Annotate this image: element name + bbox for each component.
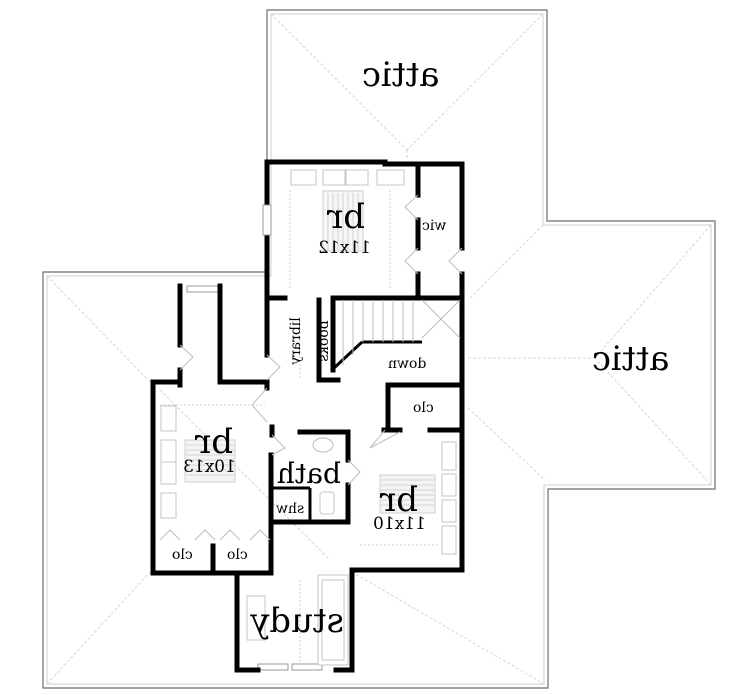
attic-top-label: attic bbox=[362, 55, 440, 95]
bedroom-left-furniture bbox=[159, 405, 271, 541]
hall-closet-label: clo bbox=[413, 400, 434, 416]
stairs-down-label: down bbox=[388, 356, 427, 372]
guide-lines bbox=[160, 190, 440, 665]
bedroom-left-dims: 10x13 bbox=[183, 457, 236, 477]
study-label: study bbox=[250, 601, 344, 641]
bath-label: bath bbox=[277, 457, 341, 490]
windows bbox=[186, 204, 323, 671]
bedroom-left-label: br bbox=[195, 422, 234, 462]
library-label: library bbox=[287, 317, 304, 365]
bath-walls bbox=[270, 429, 351, 525]
closet-left-a-label: clo bbox=[172, 547, 193, 563]
study-walls bbox=[234, 570, 355, 673]
bedroom-top-dims: 11x12 bbox=[318, 238, 371, 258]
bedroom-top-walls bbox=[264, 159, 465, 383]
hip-lines bbox=[46, 13, 712, 685]
books-label: books bbox=[315, 320, 332, 362]
shower-label: shw bbox=[276, 501, 305, 517]
bedroom-right-label: br bbox=[380, 480, 419, 520]
bedroom-top-label: br bbox=[327, 197, 366, 237]
hall-closet-walls bbox=[381, 382, 465, 433]
bedroom-left-walls bbox=[150, 283, 275, 576]
attic-right-label: attic bbox=[592, 339, 670, 379]
bedroom-right-walls bbox=[349, 427, 465, 673]
bedroom-top-furniture bbox=[290, 169, 405, 252]
closet-left-b-label: clo bbox=[227, 547, 248, 563]
door-swings bbox=[179, 194, 463, 486]
bedroom-right-dims: 11x10 bbox=[373, 514, 426, 534]
roof-outline bbox=[42, 9, 716, 689]
wic-label: wic bbox=[422, 218, 447, 234]
stair-area bbox=[316, 297, 461, 383]
